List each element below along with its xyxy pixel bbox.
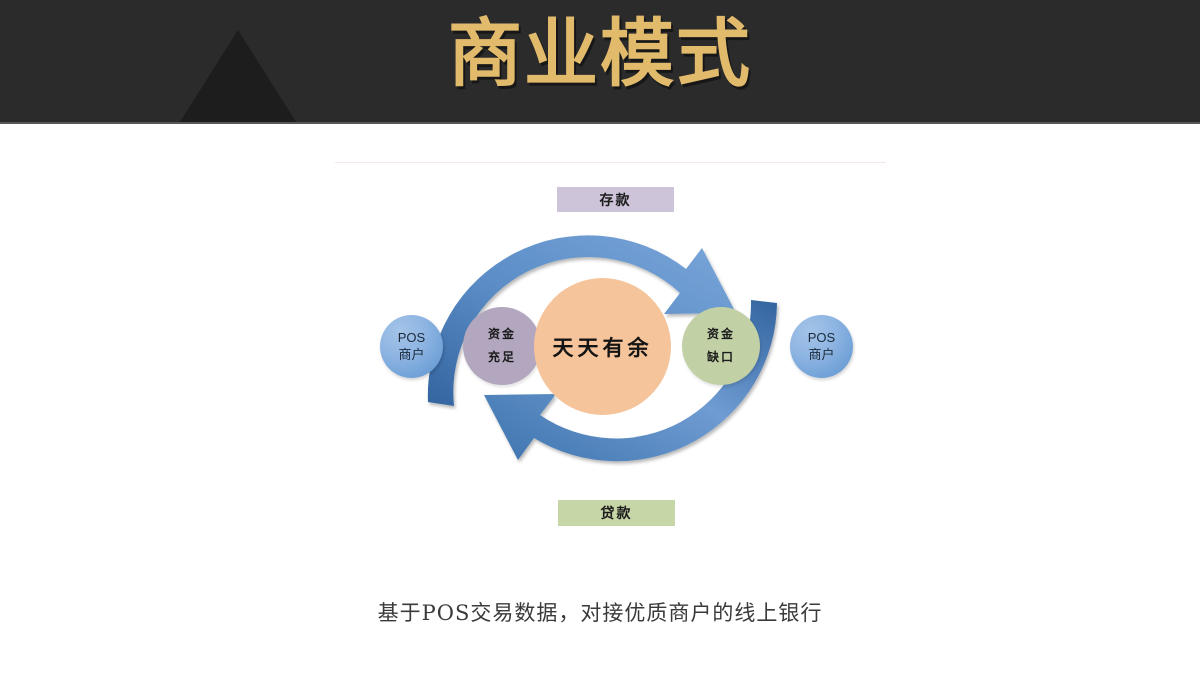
divider-line xyxy=(335,162,886,163)
node-label-line2: 充足 xyxy=(487,350,516,364)
node-label-line1: 天天有余 xyxy=(552,334,653,360)
loan-arrow-icon xyxy=(484,300,777,462)
node-label-line1: POS xyxy=(397,330,426,346)
node-label-line1: 资金 xyxy=(706,327,735,342)
node-center-brand: 天天有余 xyxy=(534,278,671,415)
node-label-line1: 资金 xyxy=(487,327,516,342)
deposit-arrow-icon xyxy=(427,235,736,406)
triangle-decoration-icon xyxy=(178,30,298,122)
label-loan: 贷款 xyxy=(558,500,675,526)
node-label-line1: POS xyxy=(807,330,836,346)
slide-caption: 基于POS交易数据，对接优质商户的线上银行 xyxy=(377,601,823,625)
business-model-diagram: 存款 贷款 POS 商户 资金 充足 天天有余 资金 缺口 POS 商户 xyxy=(330,170,890,540)
node-pos-merchant-right: POS 商户 xyxy=(790,315,853,378)
header-bottom-edge xyxy=(0,122,1200,124)
cycle-arrows xyxy=(427,235,777,462)
slide-header xyxy=(0,0,1200,122)
node-pos-merchant-left: POS 商户 xyxy=(380,315,443,378)
node-label-line2: 商户 xyxy=(808,346,835,362)
page-title: 商业模式 xyxy=(448,11,752,97)
node-funds-sufficient: 资金 充足 xyxy=(463,307,541,385)
node-funds-gap: 资金 缺口 xyxy=(682,307,760,385)
label-deposit: 存款 xyxy=(557,187,674,212)
node-label-line2: 缺口 xyxy=(706,350,735,364)
node-label-line2: 商户 xyxy=(398,346,425,362)
